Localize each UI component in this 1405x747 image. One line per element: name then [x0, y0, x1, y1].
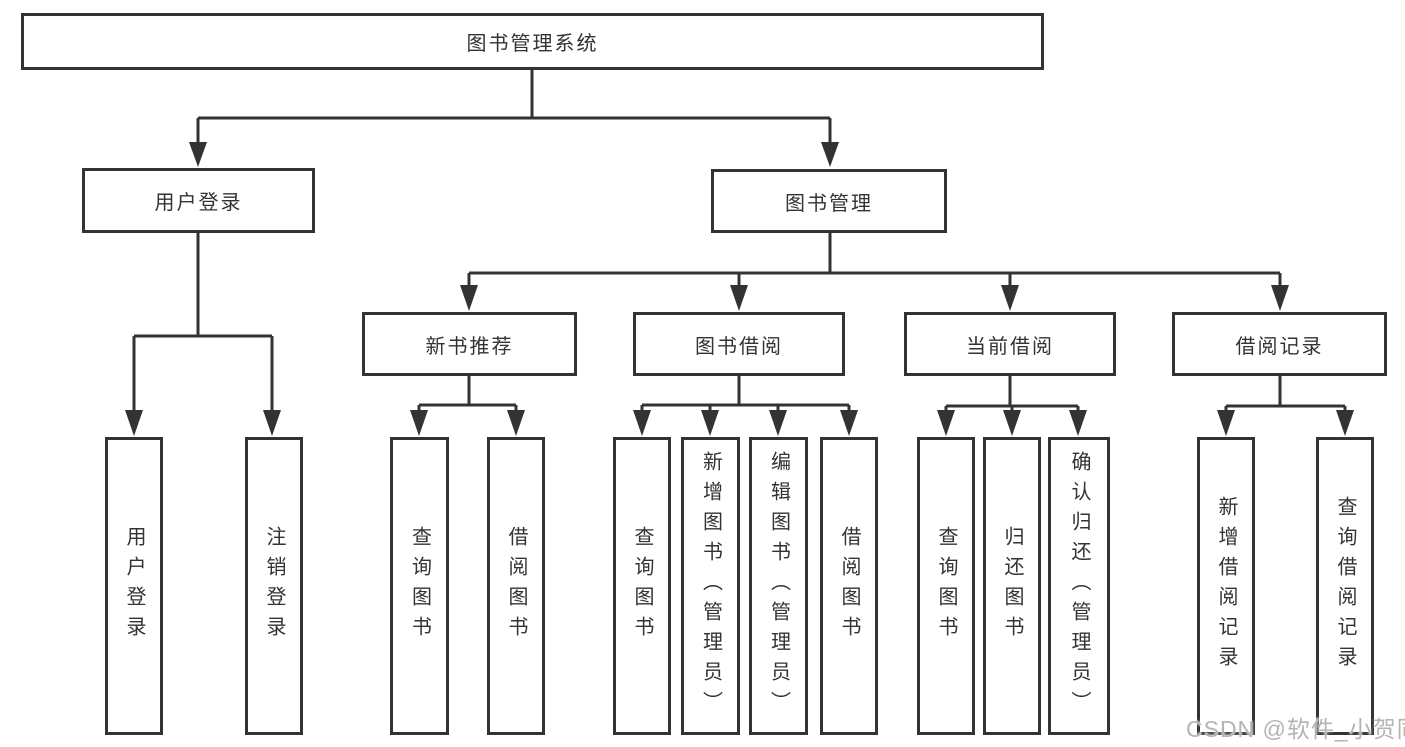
node-new-book-recommend: 新书推荐	[362, 312, 577, 376]
leaf-records-query-record-label: 查询借阅记录	[1334, 496, 1356, 676]
leaf-recommend-borrow-books: 借阅图书	[487, 437, 545, 735]
leaf-current-query-books-label: 查询图书	[935, 526, 957, 646]
leaf-current-return-books: 归还图书	[983, 437, 1041, 735]
branch-borrow-records	[1224, 376, 1347, 415]
leaf-current-query-books: 查询图书	[917, 437, 975, 735]
branch-root	[196, 70, 832, 146]
branch-user-login	[132, 233, 274, 414]
node-borrow-records-label: 借阅记录	[1235, 335, 1324, 358]
leaf-borrow-borrow-books-label: 借阅图书	[838, 526, 860, 646]
branch-book-borrow	[640, 376, 851, 415]
leaf-borrow-edit-books-admin-label: 编辑图书（管理员）	[767, 451, 790, 721]
leaf-records-query-record: 查询借阅记录	[1316, 437, 1374, 735]
node-new-book-recommend-label: 新书推荐	[425, 335, 514, 358]
leaf-borrow-query-books-label: 查询图书	[631, 526, 653, 646]
leaf-borrow-add-books-admin: 新增图书（管理员）	[681, 437, 740, 735]
node-current-borrow: 当前借阅	[904, 312, 1116, 376]
leaf-recommend-query-books-label: 查询图书	[408, 526, 431, 646]
node-current-borrow-label: 当前借阅	[966, 335, 1054, 358]
leaf-records-add-record-label: 新增借阅记录	[1215, 496, 1237, 676]
node-book-management-label: 图书管理	[785, 192, 873, 215]
node-book-management: 图书管理	[711, 169, 947, 233]
leaf-records-add-record: 新增借阅记录	[1197, 437, 1255, 735]
node-root: 图书管理系统	[21, 13, 1044, 70]
node-root-label: 图书管理系统	[466, 33, 599, 55]
node-user-login: 用户登录	[82, 168, 315, 233]
leaf-borrow-borrow-books: 借阅图书	[820, 437, 878, 735]
leaf-borrow-query-books: 查询图书	[613, 437, 671, 735]
csdn-watermark: CSDN @软件_小贺同学	[1186, 716, 1405, 742]
leaf-borrow-edit-books-admin: 编辑图书（管理员）	[749, 437, 808, 735]
leaf-logout: 注销登录	[245, 437, 303, 735]
node-book-borrow-label: 图书借阅	[695, 335, 783, 358]
leaf-recommend-borrow-books-label: 借阅图书	[505, 526, 527, 646]
node-book-borrow: 图书借阅	[633, 312, 845, 376]
branch-book-management	[467, 233, 1282, 290]
leaf-current-confirm-return-admin: 确认归还（管理员）	[1048, 437, 1110, 735]
leaf-logout-label: 注销登录	[263, 526, 285, 646]
leaf-current-confirm-return-admin-label: 确认归还（管理员）	[1068, 451, 1090, 721]
leaf-recommend-query-books: 查询图书	[390, 437, 449, 735]
branch-current-borrow	[944, 376, 1080, 415]
branch-new-book-recommend	[417, 376, 518, 415]
leaf-user-login: 用户登录	[105, 437, 163, 735]
node-borrow-records: 借阅记录	[1172, 312, 1387, 376]
node-user-login-label: 用户登录	[154, 192, 243, 214]
leaf-user-login-label: 用户登录	[123, 526, 145, 646]
leaf-borrow-add-books-admin-label: 新增图书（管理员）	[699, 451, 722, 721]
leaf-current-return-books-label: 归还图书	[1001, 526, 1023, 646]
